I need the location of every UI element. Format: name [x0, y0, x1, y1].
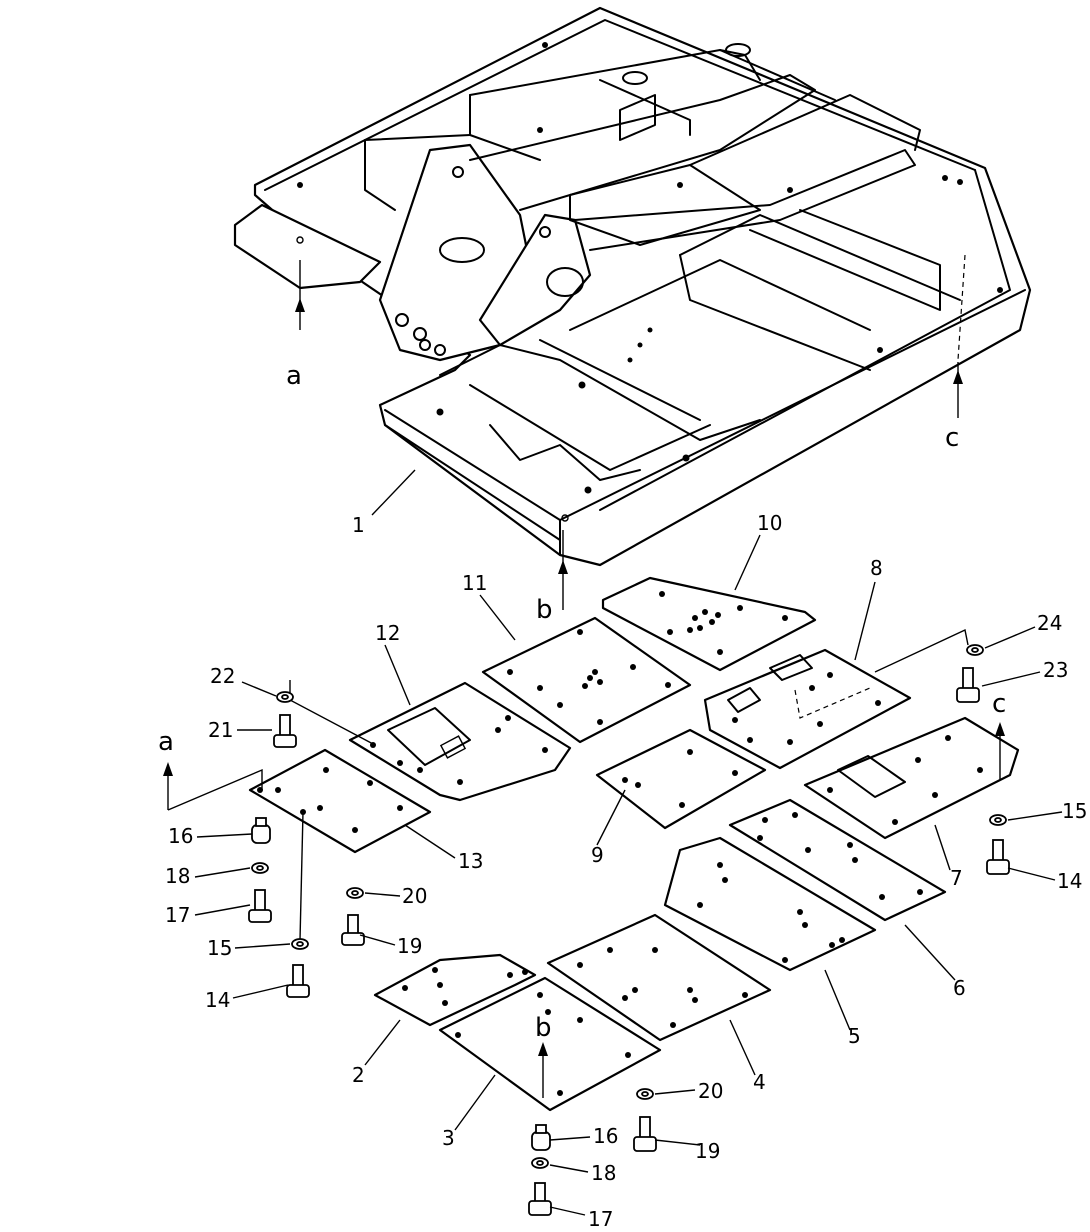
cover-plate-6 [728, 798, 947, 922]
reference-arrow-b-top: b [536, 530, 568, 625]
washer-18-bottom [531, 1157, 549, 1169]
callout-24: 24 [1037, 611, 1062, 635]
washer-20-left [346, 887, 364, 899]
callout-15-right: 15 [1062, 799, 1087, 823]
bolt-14-left [286, 964, 310, 998]
bolt-14-right [986, 839, 1010, 875]
cover-plate-7 [803, 716, 1020, 840]
callout-17-left: 17 [165, 903, 190, 927]
washer-24 [966, 644, 984, 656]
callout-9: 9 [591, 843, 604, 867]
cover-plate-11 [481, 616, 692, 744]
callout-19-left: 19 [397, 934, 422, 958]
svg-text:a: a [158, 727, 174, 757]
callout-1: 1 [352, 513, 365, 537]
svg-text:c: c [945, 423, 959, 453]
callout-20-bottom: 20 [698, 1079, 723, 1103]
washer-15-right [989, 814, 1007, 826]
bolt-19-bottom [633, 1116, 657, 1152]
callout-17-bottom: 17 [588, 1207, 613, 1231]
cover-plate-5 [663, 836, 877, 972]
bolt-17-left [248, 889, 272, 923]
cover-plate-3 [438, 976, 662, 1112]
callout-11: 11 [462, 571, 487, 595]
callout-3: 3 [442, 1126, 455, 1150]
svg-text:b: b [536, 595, 553, 625]
reference-arrow-a-bottom: a [158, 727, 263, 811]
callout-19-bottom: 19 [695, 1139, 720, 1163]
washer-15-left [291, 938, 309, 950]
callout-21: 21 [208, 718, 233, 742]
svg-text:a: a [286, 361, 302, 391]
bolt-21 [273, 714, 297, 748]
callout-22: 22 [210, 664, 235, 688]
part-callouts: 1 10 11 12 8 22 21 24 23 16 18 17 13 9 2… [165, 511, 1087, 1231]
washer-20-bottom [636, 1088, 654, 1100]
callout-15-left: 15 [207, 936, 232, 960]
nut-16-bottom [531, 1124, 551, 1151]
reference-arrow-a-top: a [286, 260, 305, 391]
bolt-23 [956, 667, 980, 703]
callout-12: 12 [375, 621, 400, 645]
callout-16-bottom: 16 [593, 1124, 618, 1148]
callout-16-left: 16 [168, 824, 193, 848]
cover-plate-4 [546, 913, 772, 1042]
leader-lines [194, 469, 1063, 1216]
washer-18-left [251, 862, 269, 874]
reference-arrow-c-top: c [945, 362, 963, 453]
cover-plate-9 [595, 728, 767, 830]
callout-8: 8 [870, 556, 883, 580]
callout-4: 4 [753, 1070, 766, 1094]
frame-bolt-holes [297, 42, 1003, 494]
cover-plate-2 [373, 953, 537, 1027]
callout-14-right: 14 [1057, 869, 1082, 893]
cover-plate-12 [348, 681, 572, 802]
callout-13: 13 [458, 849, 483, 873]
callout-10: 10 [757, 511, 782, 535]
svg-text:b: b [535, 1013, 552, 1043]
callout-18-bottom: 18 [591, 1161, 616, 1185]
callout-5: 5 [848, 1024, 861, 1048]
reference-arrow-b-bottom: b [535, 1013, 552, 1098]
callout-6: 6 [953, 976, 966, 1000]
bolt-19-left [341, 914, 365, 946]
callout-23: 23 [1043, 658, 1068, 682]
bolt-17-bottom [528, 1182, 552, 1216]
svg-text:c: c [992, 689, 1006, 719]
callout-7: 7 [950, 866, 963, 890]
cover-plate-10 [601, 576, 817, 672]
reference-arrow-c-bottom: c [992, 689, 1006, 780]
callout-14-left: 14 [205, 988, 230, 1012]
revolving-frame [233, 6, 1032, 567]
callout-20-left: 20 [402, 884, 427, 908]
callout-2: 2 [352, 1063, 365, 1087]
cover-plate-8 [703, 648, 912, 770]
callout-18-left: 18 [165, 864, 190, 888]
nut-16-left [251, 817, 271, 844]
washer-22 [276, 691, 294, 703]
cover-plate-13 [248, 748, 432, 854]
